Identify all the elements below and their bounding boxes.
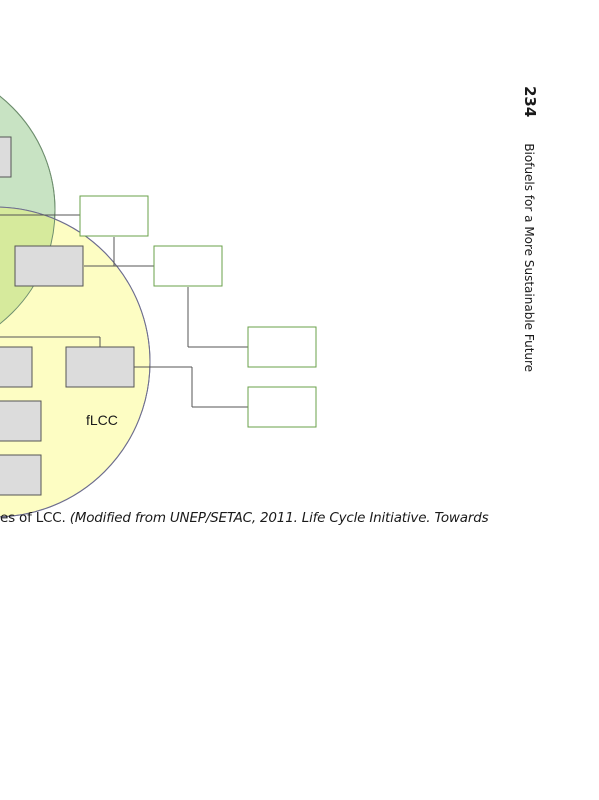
flcc-label: fLCC xyxy=(86,412,118,428)
grey-box-lower-1 xyxy=(0,400,42,442)
page-number: 234 xyxy=(521,86,539,118)
connector-lines xyxy=(0,214,248,408)
grey-boxes xyxy=(0,136,135,496)
outline-box-1 xyxy=(79,195,149,237)
running-head: 234Biofuels for a More Sustainable Futur… xyxy=(521,86,540,372)
caption-prefix: es of LCC. xyxy=(0,510,70,526)
outline-box-2 xyxy=(153,245,223,287)
outline-box-3 xyxy=(247,326,317,368)
grey-box-mid-left xyxy=(0,346,33,388)
yellow-circle-outline xyxy=(0,206,151,518)
book-title: Biofuels for a More Sustainable Future xyxy=(522,143,536,373)
figure-caption: es of LCC. (Modified from UNEP/SETAC, 20… xyxy=(0,510,520,526)
caption-citation: (Modified from UNEP/SETAC, 2011. Life Cy… xyxy=(69,510,489,526)
grey-box-lower-2 xyxy=(0,454,42,496)
grey-box-center xyxy=(14,245,84,287)
outline-box-4 xyxy=(247,386,317,428)
green-circle-outline xyxy=(0,95,56,325)
grey-box-top-left xyxy=(0,136,12,178)
outline-boxes xyxy=(79,195,317,428)
grey-box-mid-right xyxy=(65,346,135,388)
